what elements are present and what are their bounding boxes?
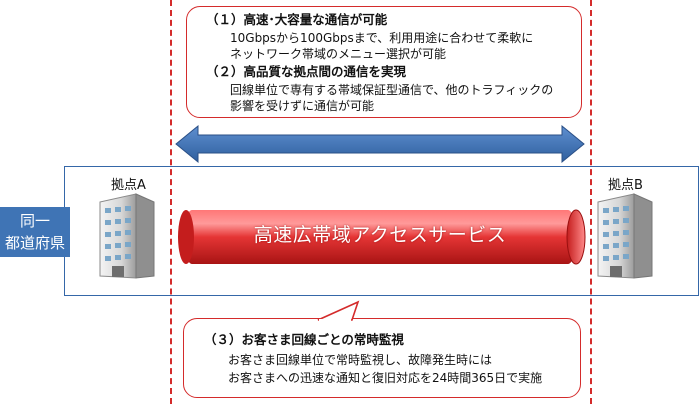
callout-pointer xyxy=(317,300,360,322)
site-b-label: 拠点B xyxy=(608,178,643,193)
bandwidth-double-arrow xyxy=(175,124,585,164)
feature-1-title: （１）高速･大容量な通信が可能 xyxy=(206,12,388,27)
feature-1-text-line2: ネットワーク帯域のメニュー選択が可能 xyxy=(230,47,447,61)
feature-3-text-line1: お客さま回線単位で常時監視し、故障発生時には xyxy=(228,353,493,367)
prefecture-label-line2: 都道府県 xyxy=(4,234,65,252)
building-b-icon xyxy=(597,193,653,279)
service-name-label: 高速広帯域アクセスサービス xyxy=(253,224,507,246)
feature-2-title: （２）高品質な拠点間の通信を実現 xyxy=(206,64,407,79)
prefecture-label-line1: 同一 xyxy=(19,212,50,230)
service-tube xyxy=(178,209,586,265)
feature-3-title: （３）お客さま回線ごとの常時監視 xyxy=(204,332,404,347)
dashed-line-left xyxy=(170,0,172,404)
feature-callout-bottom xyxy=(183,318,581,398)
feature-2-text-line1: 回線単位で専有する帯域保証型通信で、他のトラフィックの xyxy=(230,83,554,97)
dashed-line-right xyxy=(590,0,592,404)
site-a-label: 拠点A xyxy=(111,178,146,193)
feature-callout-top xyxy=(186,6,582,118)
building-a-icon xyxy=(99,193,155,279)
same-prefecture-label: 同一 都道府県 xyxy=(0,207,70,257)
feature-3-text-line2: お客さまへの迅速な通知と復旧対応を24時間365日で実施 xyxy=(228,371,543,385)
feature-2-text-line2: 影響を受けずに通信が可能 xyxy=(230,99,375,113)
feature-1-text-line1: 10Gbpsから100Gbpsまで、利用用途に合わせて柔軟に xyxy=(230,31,534,45)
